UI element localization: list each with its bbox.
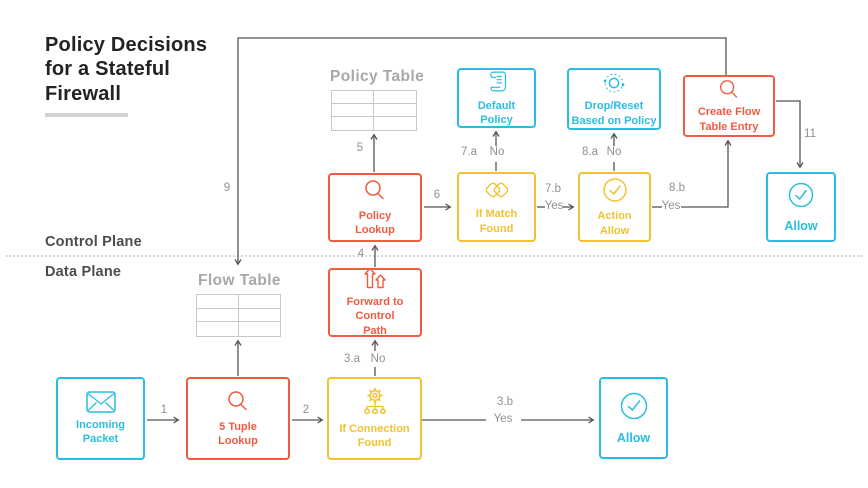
node-label: 5 Tuple Lookup [218, 420, 258, 447]
edge-label-8a: 8.a [582, 146, 598, 158]
search-icon [362, 178, 388, 204]
node-label: Forward to Control Path [346, 296, 404, 337]
node-label: If Connection Found [339, 422, 410, 449]
check-circle-icon [601, 176, 629, 204]
node-5-tuple-lookup: 5 Tuple Lookup [186, 377, 290, 460]
edge-label-8b-yes: Yes [661, 200, 681, 212]
edge-label-2: 2 [302, 404, 310, 416]
node-allow-control: Allow [766, 172, 836, 242]
policy-table-label: Policy Table [330, 68, 425, 85]
search-icon [717, 78, 741, 102]
control-plane-label: Control Plane [45, 234, 142, 250]
scroll-icon [485, 69, 509, 94]
gear-network-icon [358, 387, 392, 417]
node-if-connection-found: If Connection Found [327, 377, 422, 460]
edge-label-4: 4 [357, 248, 365, 260]
node-forward-to-control-path: Forward to Control Path [328, 267, 422, 337]
edge-label-3a-no: No [370, 353, 386, 365]
node-default-policy: Default Policy [457, 68, 536, 128]
page-title: Policy Decisions for a Stateful Firewall [45, 34, 208, 105]
edge-label-6: 6 [433, 189, 441, 201]
node-label: If Match Found [475, 208, 518, 235]
node-label: Drop/Reset Based on Policy [571, 100, 657, 127]
edge-label-8a-no: No [606, 146, 622, 158]
check-circle-icon [786, 180, 816, 210]
edge-label-7b-yes: Yes [544, 200, 564, 212]
node-if-match-found: If Match Found [457, 172, 536, 242]
plane-divider [6, 255, 862, 257]
edge-label-7b: 7.b [545, 183, 561, 195]
envelope-icon [85, 390, 116, 413]
edge-label-8b: 8.b [669, 182, 685, 194]
edge-label-1: 1 [160, 404, 168, 416]
node-label: Policy Lookup [355, 209, 395, 236]
edge-label-3b: 3.b [497, 396, 513, 408]
upload-arrows-icon [362, 267, 388, 290]
node-label: Action Allow [597, 210, 632, 237]
node-label: Incoming Packet [76, 418, 125, 445]
edge-label-3a: 3.a [344, 353, 360, 365]
edge-label-5: 5 [356, 142, 364, 154]
title-underline [45, 113, 128, 117]
edge-label-11: 11 [804, 128, 816, 140]
flow-table-grid [196, 294, 281, 337]
search-icon [225, 389, 251, 415]
match-icon [480, 178, 514, 202]
check-circle-icon [618, 390, 650, 422]
node-label: Default Policy [477, 99, 516, 126]
policy-table-grid [331, 90, 417, 131]
node-label: Allow [616, 430, 651, 445]
data-plane-label: Data Plane [45, 264, 122, 280]
node-policy-lookup: Policy Lookup [328, 173, 422, 242]
flow-table-label: Flow Table [198, 272, 281, 289]
edge-8b [681, 139, 732, 208]
refresh-dotted-icon [601, 70, 627, 96]
node-action-allow: Action Allow [578, 172, 651, 242]
node-allow-data: Allow [599, 377, 668, 459]
edge-label-3b-yes: Yes [493, 413, 513, 425]
node-drop-reset: Drop/Reset Based on Policy [567, 68, 661, 130]
edge-label-9: 9 [223, 182, 231, 194]
node-incoming-packet: Incoming Packet [56, 377, 145, 460]
node-label: Allow [784, 218, 818, 233]
edge-11 [776, 100, 804, 169]
edge-label-7a-no: No [489, 146, 505, 158]
edge-label-7a: 7.a [461, 146, 477, 158]
node-create-flow-table-entry: Create Flow Table Entry [683, 75, 775, 137]
node-label: Create Flow Table Entry [697, 106, 761, 133]
